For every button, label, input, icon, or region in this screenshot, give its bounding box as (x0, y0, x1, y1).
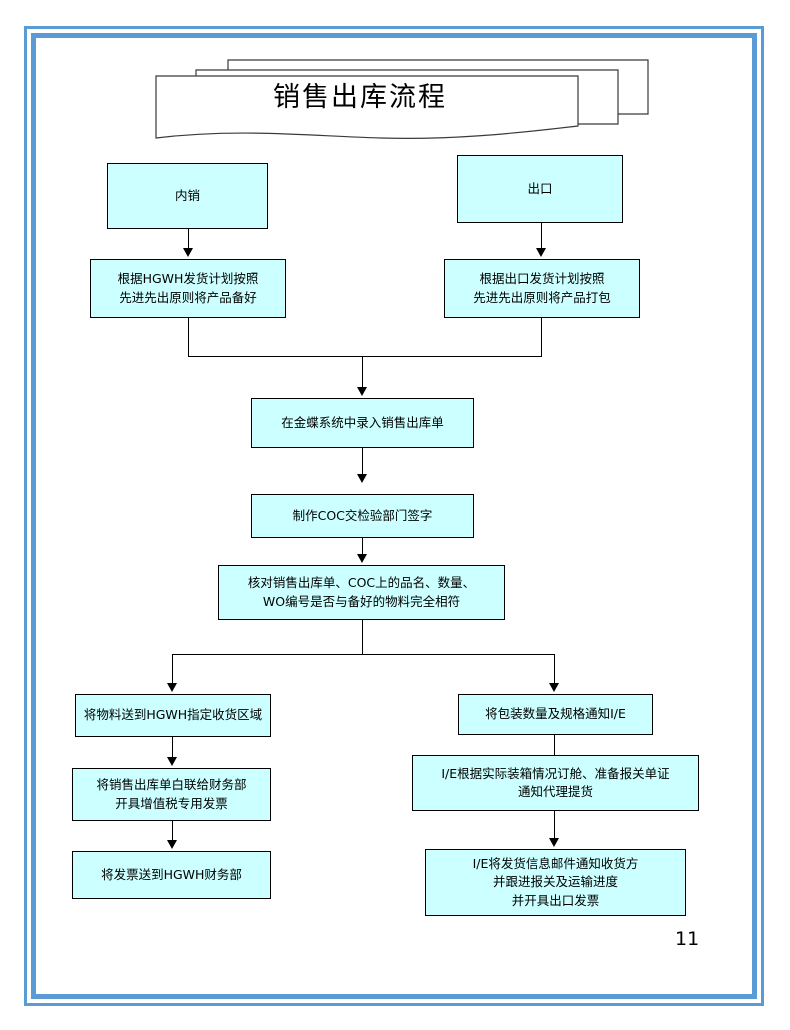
connector-export-to-pack (541, 223, 542, 250)
node-export[interactable]: 出口 (457, 155, 623, 223)
connector-merge-to-kingdee (362, 356, 363, 389)
connector-merge-bar (188, 356, 542, 357)
node-export-pack[interactable]: 根据出口发货计划按照 先进先出原则将产品打包 (444, 259, 640, 318)
connector-booking-to-email (554, 811, 555, 840)
connector-split-left (172, 654, 173, 685)
node-label: 将包装数量及规格通知I/E (485, 706, 626, 722)
connector-notifyie-to-booking (554, 735, 555, 755)
page-border-inner (31, 33, 757, 999)
node-ie-email[interactable]: I/E将发货信息邮件通知收货方 并跟进报关及运输进度 并开具出口发票 (425, 849, 686, 916)
node-coc-sign[interactable]: 制作COC交检验部门签字 (251, 494, 474, 538)
connector-verify-down (362, 620, 363, 655)
node-label: 制作COC交检验部门签字 (292, 507, 433, 523)
node-ie-booking[interactable]: I/E根据实际装箱情况订舱、准备报关单证 通知代理提货 (412, 755, 699, 811)
node-label: 在金蝶系统中录入销售出库单 (281, 414, 444, 430)
arrow-kingdee-to-coc (357, 474, 367, 483)
node-notify-ie[interactable]: 将包装数量及规格通知I/E (458, 694, 653, 735)
arrow-merge-to-kingdee (357, 387, 367, 396)
page-border-outer (24, 26, 764, 1006)
arrow-split-left (167, 683, 177, 692)
connector-deliver-to-whitecopy (172, 737, 173, 758)
title-banner: 销售出库流程 (150, 58, 650, 146)
node-label: I/E将发货信息邮件通知收货方 并跟进报关及运输进度 并开具出口发票 (472, 856, 639, 908)
arrow-whitecopy-to-invoice (167, 840, 177, 849)
connector-domestic-to-prep (188, 229, 189, 250)
arrow-split-right (549, 683, 559, 692)
node-label: I/E根据实际装箱情况订舱、准备报关单证 通知代理提货 (441, 765, 670, 799)
node-kingdee-entry[interactable]: 在金蝶系统中录入销售出库单 (251, 398, 474, 448)
connector-coc-to-verify (362, 538, 363, 555)
node-label: 将销售出库单白联给财务部 开具增值税专用发票 (96, 777, 247, 811)
connector-split-bar (172, 654, 554, 655)
node-domestic[interactable]: 内销 (107, 163, 268, 229)
node-deliver-hgwh[interactable]: 将物料送到HGWH指定收货区域 (75, 694, 271, 737)
connector-whitecopy-to-invoice (172, 821, 173, 842)
node-domestic-prep[interactable]: 根据HGWH发货计划按照 先进先出原则将产品备好 (90, 259, 286, 318)
node-label: 根据出口发货计划按照 先进先出原则将产品打包 (473, 271, 611, 305)
arrow-deliver-to-whitecopy (167, 757, 177, 766)
node-label: 将物料送到HGWH指定收货区域 (83, 707, 263, 723)
connector-pack-down (541, 318, 542, 357)
arrow-export-to-pack (536, 248, 546, 257)
node-label: 出口 (527, 180, 553, 196)
node-invoice-hgwh[interactable]: 将发票送到HGWH财务部 (72, 851, 271, 899)
arrow-booking-to-email (549, 838, 559, 847)
node-white-copy[interactable]: 将销售出库单白联给财务部 开具增值税专用发票 (72, 768, 271, 821)
page-title: 销售出库流程 (273, 81, 447, 113)
node-verify-match[interactable]: 核对销售出库单、COC上的品名、数量、 WO编号是否与备好的物料完全相符 (218, 565, 505, 620)
page-number: 11 (675, 928, 700, 950)
arrow-coc-to-verify (357, 554, 367, 563)
arrow-domestic-to-prep (183, 248, 193, 257)
connector-prep-down (188, 318, 189, 357)
node-label: 将发票送到HGWH财务部 (101, 866, 242, 882)
node-label: 核对销售出库单、COC上的品名、数量、 WO编号是否与备好的物料完全相符 (247, 575, 476, 609)
connector-split-right (554, 654, 555, 685)
connector-kingdee-to-coc (362, 448, 363, 476)
node-label: 根据HGWH发货计划按照 先进先出原则将产品备好 (117, 271, 259, 305)
node-label: 内销 (174, 187, 200, 203)
